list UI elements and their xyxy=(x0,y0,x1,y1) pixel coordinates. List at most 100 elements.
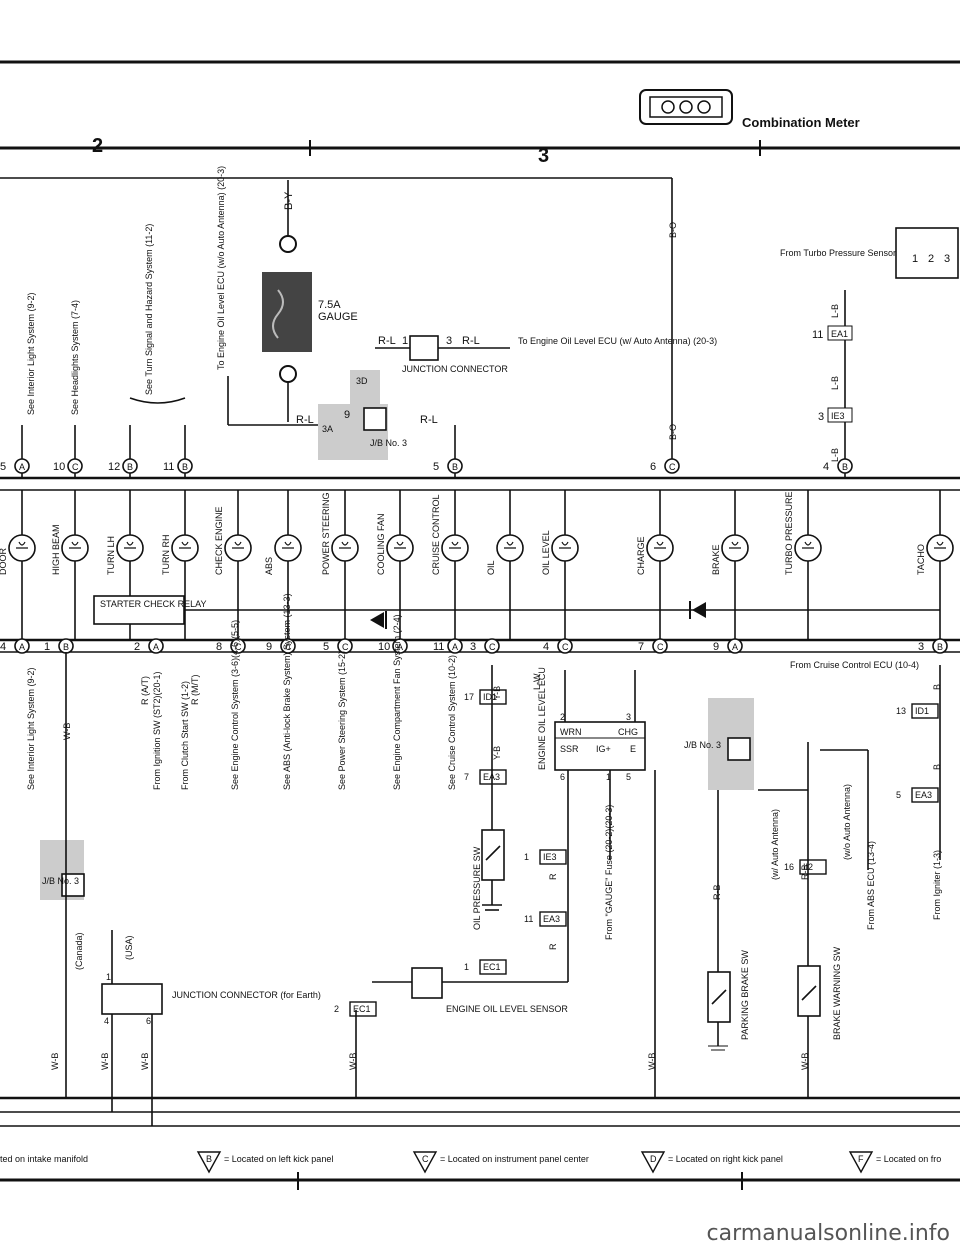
svg-text:3D: 3D xyxy=(356,376,368,386)
lower-pin-0-letter: A xyxy=(19,642,25,652)
ref-headlights: See Headlights System (7-4) xyxy=(70,300,80,415)
code-label-0: ID1 xyxy=(483,692,497,702)
watermark: carmanualsonline.info xyxy=(706,1221,950,1246)
lower-pin-12-letter: B xyxy=(937,642,943,652)
wire-color-1: Y-B xyxy=(492,746,502,760)
lower-pin-3-letter: C xyxy=(235,642,242,652)
svg-text:3: 3 xyxy=(626,712,631,722)
to-oil-level-ecu: To Engine Oil Level ECU (w/ Auto Antenna… xyxy=(518,336,717,346)
wire-color-0: W-B xyxy=(62,723,72,740)
wire-color-9: W-B xyxy=(140,1053,150,1070)
wire-color-13: B xyxy=(932,684,942,690)
svg-text:IG+: IG+ xyxy=(596,744,611,754)
page-title: Combination Meter xyxy=(742,115,860,130)
lamp-icon xyxy=(934,541,946,549)
code-label-7: ID1 xyxy=(915,706,929,716)
lower-pin-10-num: 7 xyxy=(638,641,644,653)
svg-text:EA1: EA1 xyxy=(831,329,848,339)
lower-pin-10 xyxy=(652,638,668,654)
svg-text:L-B: L-B xyxy=(830,304,840,318)
svg-text:B-O: B-O xyxy=(668,424,678,440)
lower-pin-8-num: 3 xyxy=(470,641,476,653)
lower-ref-7: See Cruise Control System (10-2) xyxy=(447,655,457,790)
junction-connector-top xyxy=(409,335,439,361)
lower-pin-9-letter: C xyxy=(562,642,569,652)
lamp-icon xyxy=(449,541,461,549)
svg-text:F: F xyxy=(858,1154,864,1164)
gauge-fuse xyxy=(262,272,312,352)
svg-text:(w/ Auto Antenna): (w/ Auto Antenna) xyxy=(770,809,780,880)
upper-pin-4-letter: B xyxy=(452,462,458,472)
svg-text:L-B: L-B xyxy=(830,376,840,390)
lower-pin-7-num: 11 xyxy=(433,641,444,653)
lamp-icon xyxy=(69,541,81,549)
lamp-icon xyxy=(394,541,406,549)
grid-number-2: 2 xyxy=(92,135,103,157)
wire-color-11: W-B xyxy=(647,1053,657,1070)
turbo-connector xyxy=(895,227,959,279)
lower-pin-6-num: 10 xyxy=(378,641,390,653)
svg-text:1: 1 xyxy=(606,772,611,782)
footer-marker-b: B xyxy=(196,1151,222,1174)
upper-pin-2-letter: B xyxy=(127,462,133,472)
code-num-7: 13 xyxy=(896,706,906,716)
upper-pin-5-num: 6 xyxy=(650,461,656,473)
svg-text:WRN: WRN xyxy=(560,727,582,737)
indicator-label-4: CHECK ENGINE xyxy=(214,506,224,575)
svg-text:OIL PRESSURE SW: OIL PRESSURE SW xyxy=(472,846,482,930)
lower-pin-5-num: 5 xyxy=(323,641,329,653)
footer-marker-d: D xyxy=(640,1151,666,1174)
lamp-icon xyxy=(124,541,136,549)
lower-pin-7-letter: A xyxy=(452,642,458,652)
upper-pin-6 xyxy=(837,458,853,474)
lower-pin-4 xyxy=(280,638,296,654)
lower-pin-11-letter: A xyxy=(732,642,738,652)
indicator-label-0: DOOR xyxy=(0,547,8,575)
wire-color-16: R xyxy=(548,943,558,950)
ref-oil-level: To Engine Oil Level ECU (w/o Auto Antenn… xyxy=(216,166,226,370)
svg-text:B-Y: B-Y xyxy=(283,191,295,210)
lower-pin-11-num: 9 xyxy=(713,641,719,653)
indicator-label-5: ABS xyxy=(264,557,274,575)
svg-text:2: 2 xyxy=(928,253,934,265)
lower-pin-4-num: 9 xyxy=(266,641,272,653)
svg-text:2: 2 xyxy=(560,712,565,722)
wire-color-10: W-B xyxy=(348,1053,358,1070)
lamp-icon xyxy=(232,541,244,549)
svg-text:= Located on fro: = Located on fro xyxy=(876,1154,941,1164)
upper-pin-5 xyxy=(664,458,680,474)
svg-text:(w/o Auto Antenna): (w/o Auto Antenna) xyxy=(842,784,852,860)
lower-pin-5 xyxy=(337,638,353,654)
code-label-3: EA3 xyxy=(543,914,560,924)
lower-pin-4-letter: C xyxy=(285,642,292,652)
upper-pin-5-letter: C xyxy=(669,462,676,472)
upper-pin-3-num: 11 xyxy=(163,461,174,473)
svg-text:R-L: R-L xyxy=(296,414,314,426)
upper-pin-1 xyxy=(67,458,83,474)
code-num-4: 2 xyxy=(334,1004,339,1014)
lamp-icon xyxy=(729,541,741,549)
upper-pin-1-letter: C xyxy=(72,462,79,472)
svg-text:= Located on left kick panel: = Located on left kick panel xyxy=(224,1154,333,1164)
lamp-icon xyxy=(16,541,28,549)
svg-text:JUNCTION CONNECTOR: JUNCTION CONNECTOR xyxy=(402,364,508,374)
indicator-label-6: POWER STEERING xyxy=(321,492,331,575)
code-box-7 xyxy=(911,703,939,719)
svg-text:R-L: R-L xyxy=(420,414,438,426)
ref-turn: See Turn Signal and Hazard System (11-2) xyxy=(144,224,154,395)
code-box-8 xyxy=(911,787,939,803)
lower-pin-5-letter: C xyxy=(342,642,349,652)
svg-text:ted on intake manifold: ted on intake manifold xyxy=(0,1154,88,1164)
lower-ref-3: See Engine Control System (3-6)(4-6)(5-5… xyxy=(230,620,240,790)
lower-pin-9 xyxy=(557,638,573,654)
fuse-name: GAUGE xyxy=(318,311,358,323)
lower-ref-4: See ABS (Anti-lock Brake System) System … xyxy=(282,593,292,790)
footer-marker-f: F xyxy=(848,1151,874,1174)
svg-text:R-L: R-L xyxy=(462,335,480,347)
code-num-5: 1 xyxy=(464,962,469,972)
lamp-icon xyxy=(339,541,351,549)
svg-text:(USA): (USA) xyxy=(124,935,134,960)
upper-pin-6-letter: B xyxy=(842,462,848,472)
code-box-1 xyxy=(479,769,507,785)
